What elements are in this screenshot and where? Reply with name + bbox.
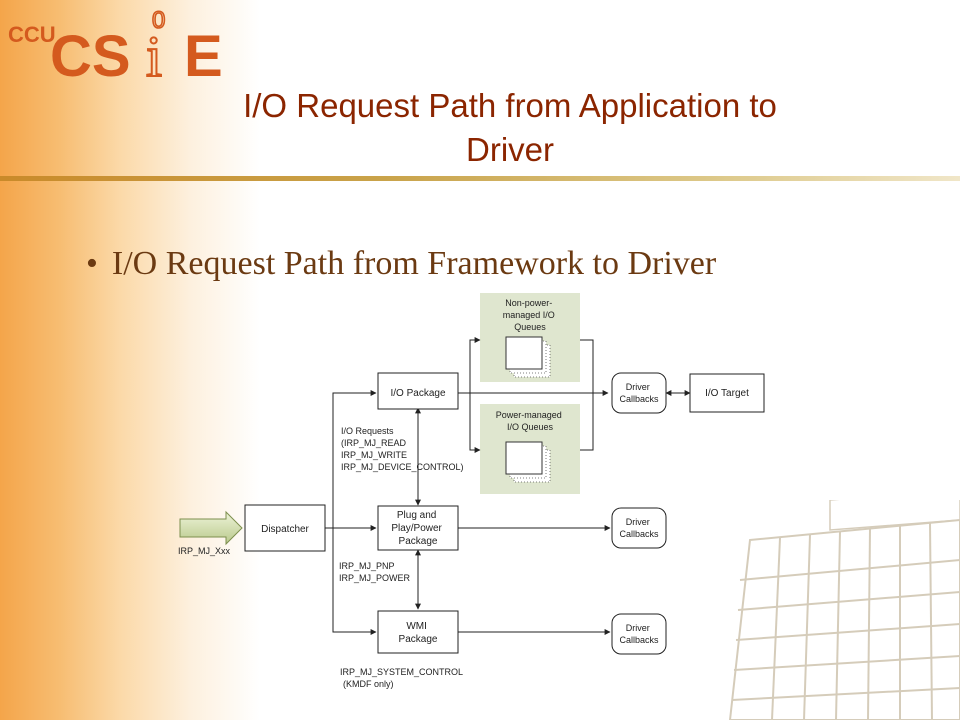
logo-i-text: i [146,24,162,84]
wmi-irp-line-2: (KMDF only) [343,679,394,689]
dispatcher-label: Dispatcher [261,524,309,535]
title-line-1: I/O Request Path from Application to [243,87,777,124]
building-illustration [728,500,960,720]
io-package-label: I/O Package [390,388,445,399]
driver-callbacks-1-line-2: Callbacks [619,394,659,404]
driver-callbacks-3-line-1: Driver [626,623,650,633]
svg-text:Driver Callbacks: Driver Callbacks [619,623,659,645]
logo-zero-text: 0 [152,7,165,34]
title-line-2: Driver [466,131,554,168]
pnp-irp-line-2: IRP_MJ_POWER [339,573,411,583]
slide-title: I/O Request Path from Application to Dri… [150,84,870,172]
logo-cs-text: CS [50,24,131,84]
io-requests-line-1: I/O Requests [341,426,394,436]
svg-text:WMI Package: WMI Package [399,621,438,645]
bullet-text: I/O Request Path from Framework to Drive… [111,245,717,282]
driver-callbacks-2-line-2: Callbacks [619,529,659,539]
pnp-irp-line-1: IRP_MJ_PNP [339,561,395,571]
io-requests-label: I/O Requests (IRP_MJ_READ IRP_MJ_WRITE I… [341,426,464,472]
non-power-managed-queues: Non-power- managed I/O Queues [480,293,580,382]
io-requests-line-4: IRP_MJ_DEVICE_CONTROL) [341,462,464,472]
wmi-line-1: WMI [406,621,427,632]
pnp-power-package-box: Plug and Play/Power Package [377,505,459,551]
svg-text:Plug and Play/Power: Plug and Play/Power Package [391,510,444,547]
svg-text:Power-managed I/O Queues: Power-managed I/O Queues [496,410,565,432]
driver-callbacks-3-line-2: Callbacks [619,635,659,645]
npq-label-1: Non-power- [505,298,552,308]
io-requests-line-3: IRP_MJ_WRITE [341,450,407,460]
pq-label-1: Power-managed [496,410,562,420]
pq-label-2: I/O Queues [507,422,554,432]
svg-text:Driver Callbacks: Driver Callbacks [619,517,659,539]
wmi-package-box: WMI Package [377,610,459,654]
npq-label-2: managed I/O [503,310,555,320]
driver-callbacks-box-3: Driver Callbacks [611,613,667,655]
wmi-line-2: Package [399,634,438,645]
npq-label-3: Queues [514,322,546,332]
ccu-csie-logo: CCU CS 0 i E [8,6,223,84]
dispatcher-box: Dispatcher [244,504,326,552]
io-target-box: I/O Target [689,373,765,413]
pnp-line-2: Play/Power [391,523,442,534]
driver-callbacks-box-2: Driver Callbacks [611,507,667,549]
bullet-item: • I/O Request Path from Framework to Driv… [86,242,716,286]
driver-callbacks-box-1: Driver Callbacks [611,372,667,414]
svg-text:Driver Callbacks: Driver Callbacks [619,382,659,404]
driver-callbacks-1-line-1: Driver [626,382,650,392]
io-requests-line-2: (IRP_MJ_READ [341,438,407,448]
title-divider [0,176,960,181]
pnp-irps-label: IRP_MJ_PNP IRP_MJ_POWER [339,561,411,583]
pnp-line-3: Package [399,536,438,547]
io-package-box: I/O Package [377,372,459,410]
logo-e-text: E [184,24,223,84]
svg-text:Non-power- managed I/O: Non-power- managed I/O Queues [503,298,558,332]
irp-mj-xxx-label: IRP_MJ_Xxx [178,546,231,556]
wmi-irps-label: IRP_MJ_SYSTEM_CONTROL (KMDF only) [340,667,463,689]
bullet-dot-icon: • [86,245,98,282]
power-managed-queues: Power-managed I/O Queues [480,404,580,494]
input-arrow-icon [179,510,243,546]
pnp-line-1: Plug and [397,510,436,521]
wmi-irp-line-1: IRP_MJ_SYSTEM_CONTROL [340,667,463,677]
driver-callbacks-2-line-1: Driver [626,517,650,527]
logo-ccu-text: CCU [8,22,56,47]
io-target-label: I/O Target [705,388,749,399]
